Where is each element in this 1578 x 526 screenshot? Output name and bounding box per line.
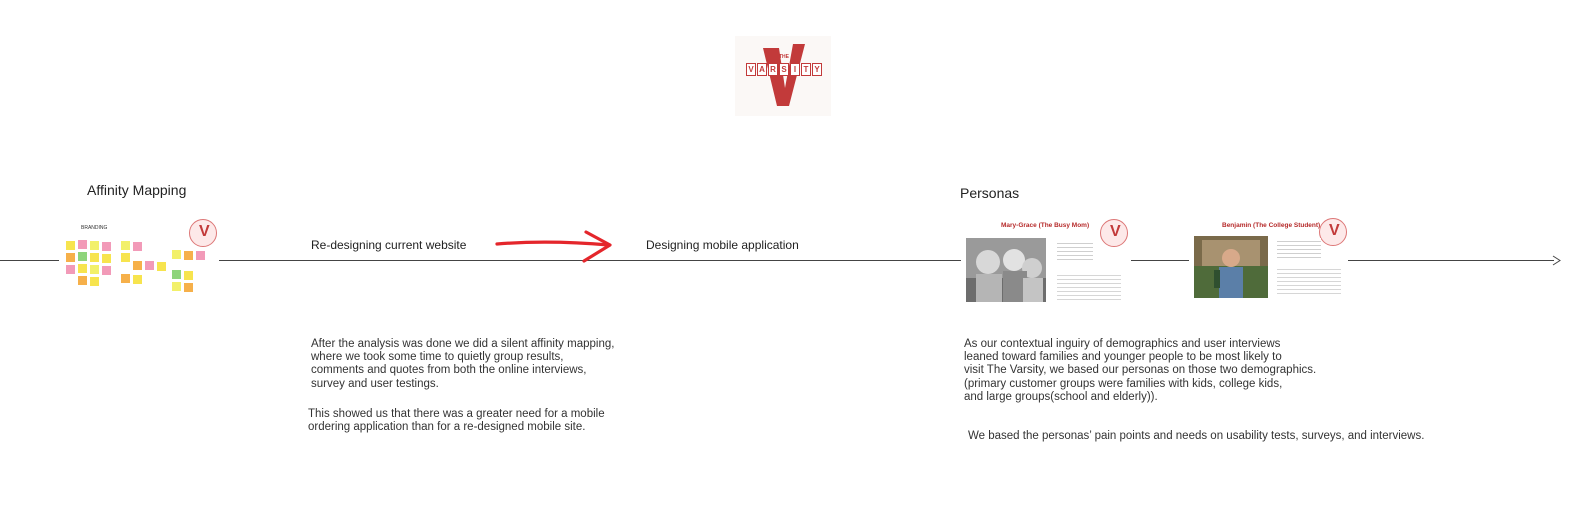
sticky-note [78,240,87,249]
phase-mobile-application: Designing mobile application [646,238,799,252]
sticky-note [66,253,75,262]
phase-redesign-website: Re-designing current website [311,238,467,252]
logo-letter: A [757,63,767,76]
persona-card-college-student[interactable]: Benjamin (The College Student) V [1189,214,1348,312]
sticky-note [133,242,142,251]
logo-letter: S [779,63,789,76]
persona-seal: V [1319,218,1347,246]
affinity-description-2: This showed us that there was a greater … [308,408,605,434]
timeline-segment-middle [219,260,961,261]
sticky-note [184,283,193,292]
sticky-note [196,251,205,260]
sticky-note [133,275,142,284]
sticky-note [90,277,99,286]
sticky-note [172,270,181,279]
varsity-v-mark [763,44,805,106]
logo-letter: Y [812,63,822,76]
sticky-note [133,261,142,270]
logo-letter: I [790,63,800,76]
persona-card-busy-mom[interactable]: Mary-Grace (The Busy Mom) V [961,214,1131,312]
persona-info-table [1057,240,1093,262]
affinity-board-thumbnail[interactable]: BRANDING V [59,217,219,305]
sticky-note [157,262,166,271]
sticky-note [90,265,99,274]
logo-letter: T [801,63,811,76]
persona-card-title: Mary-Grace (The Busy Mom) [1001,222,1090,229]
sticky-note [102,242,111,251]
sticky-note [90,253,99,262]
timeline-segment-between-cards [1131,260,1189,261]
persona-bio [1057,272,1121,302]
timeline-segment-right [1348,260,1554,261]
sticky-note [145,261,154,270]
sticky-note [78,252,87,261]
logo-wordmark: V A R S I T Y [746,63,822,76]
sticky-note [121,274,130,283]
sticky-note [78,264,87,273]
affinity-mapping-heading: Affinity Mapping [87,182,187,198]
sticky-note [102,266,111,275]
sticky-note [121,241,130,250]
affinity-description-1: After the analysis was done we did a sil… [311,338,615,390]
personas-description-2: We based the personas’ pain points and n… [968,430,1425,442]
logo-letter: V [746,63,756,76]
logo-the-text: THE [779,54,789,60]
mom-photo [966,238,1046,302]
persona-seal: V [1100,219,1128,247]
sticky-note [90,241,99,250]
timeline-arrowhead-icon [1552,255,1561,266]
persona-card-title: Benjamin (The College Student) [1222,222,1321,229]
sticky-note [184,271,193,280]
sticky-note [121,253,130,262]
sticky-note [172,282,181,291]
sticky-note [66,265,75,274]
varsity-logo: THE V A R S I T Y [735,36,831,116]
persona-info-table [1277,238,1321,260]
sticky-note [172,250,181,259]
sticky-note [102,254,111,263]
personas-heading: Personas [960,185,1020,201]
personas-description-1: As our contextual inguiry of demographic… [964,338,1317,403]
affinity-board-seal: V [189,219,217,247]
timeline-segment-left [0,260,59,261]
sticky-note [78,276,87,285]
logo-letter: R [768,63,778,76]
persona-bio [1277,266,1341,296]
sticky-note [66,241,75,250]
red-arrow-icon [495,230,612,263]
student-photo [1194,236,1268,298]
sticky-note [184,251,193,260]
affinity-board-title: BRANDING [81,225,108,231]
